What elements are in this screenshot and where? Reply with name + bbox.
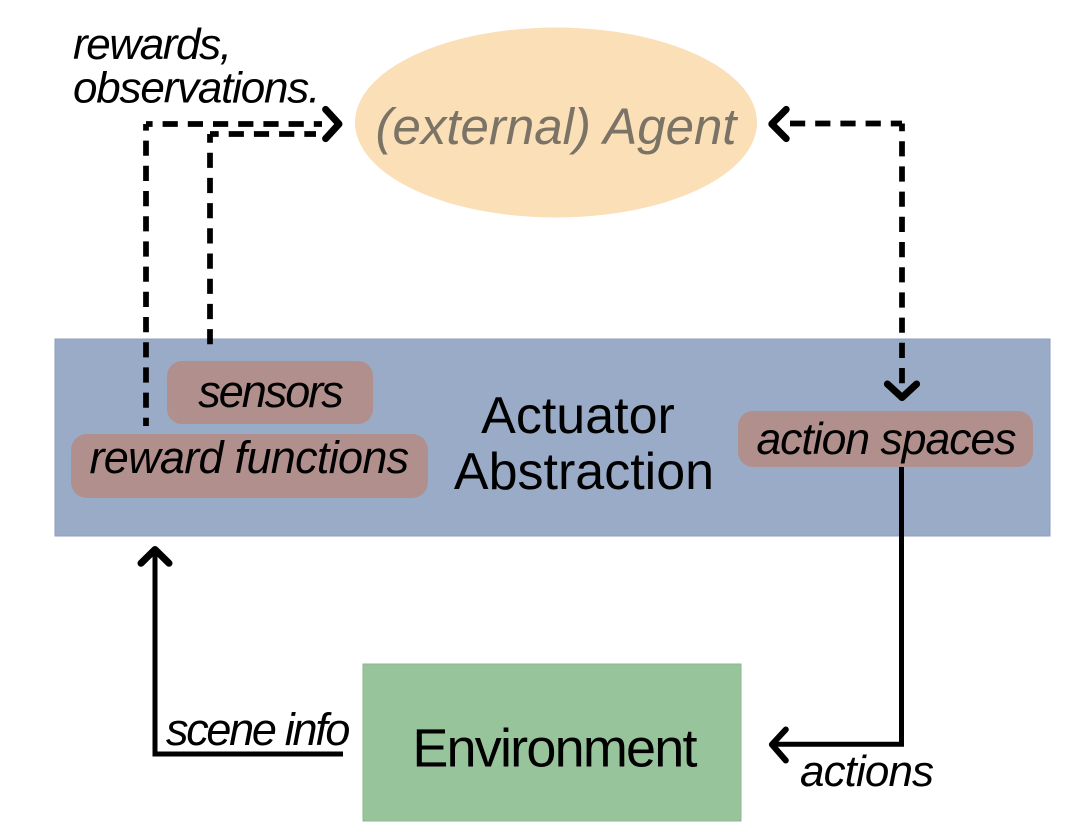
svg-text:Actuator: Actuator: [481, 387, 675, 445]
svg-text:action spaces: action spaces: [756, 415, 1016, 464]
svg-text:scene info: scene info: [166, 704, 349, 755]
svg-text:Environment: Environment: [412, 719, 697, 779]
svg-text:actions: actions: [800, 747, 934, 796]
svg-text:sensors: sensors: [198, 366, 343, 417]
svg-text:reward functions: reward functions: [90, 432, 409, 483]
svg-text:observations.: observations.: [73, 64, 319, 113]
svg-text:rewards,: rewards,: [73, 20, 231, 69]
svg-text:Abstraction: Abstraction: [454, 443, 714, 501]
svg-text:(external) Agent: (external) Agent: [376, 98, 739, 155]
